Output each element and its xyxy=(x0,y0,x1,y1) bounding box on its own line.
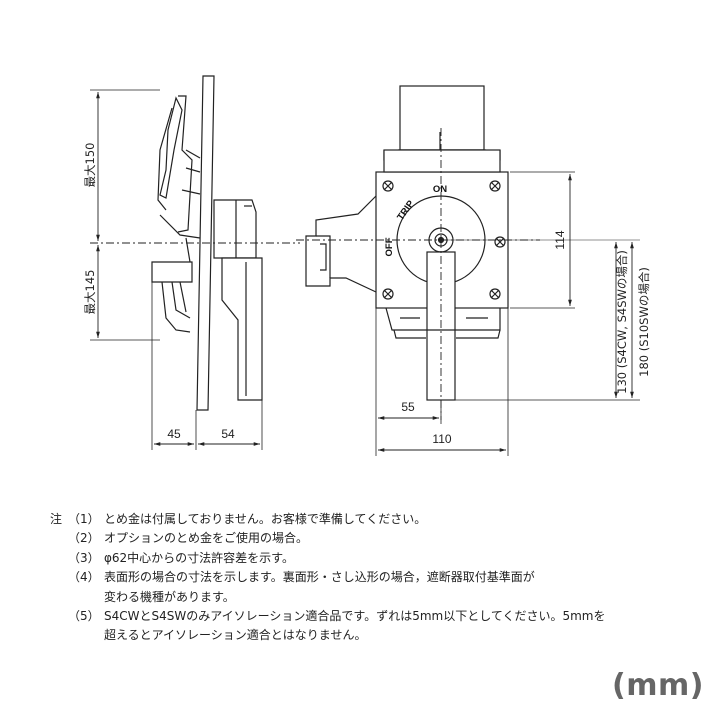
note-text-continued: 超えるとアイソレーション適合とはなりません。 xyxy=(104,628,367,643)
dim-55-label: 55 xyxy=(401,400,415,414)
note-item: （3） φ62中心からの寸法許容差を示す。 xyxy=(50,549,690,568)
dim-45-label: 45 xyxy=(167,427,181,441)
switch-label-off: OFF xyxy=(384,237,395,256)
notes-section: 注 （1） とめ金は付属しておりません。お客様で準備してください。 （2） オプ… xyxy=(50,510,690,646)
front-view xyxy=(296,85,640,456)
note-number: （2） xyxy=(68,531,100,546)
note-text: φ62中心からの寸法許容差を示す。 xyxy=(104,550,294,565)
screw-icon xyxy=(382,180,506,300)
note-item: 注 （1） とめ金は付属しておりません。お客様で準備してください。 xyxy=(50,510,690,529)
dim-114-label: 114 xyxy=(553,230,567,249)
note-text-continued: 変わる機種があります。 xyxy=(104,589,235,604)
note-item: （4） 表面形の場合の寸法を示します。裏面形・さし込形の場合，遮断器取付基準面が xyxy=(50,568,690,587)
dim-54-label: 54 xyxy=(221,427,235,441)
note-text: オプションのとめ金をご使用の場合。 xyxy=(104,531,309,546)
dim-180-label: 180 (S10SWの場合) xyxy=(637,267,651,377)
unit-label: (mm) xyxy=(612,668,704,703)
note-number: （4） xyxy=(68,570,100,585)
note-item: （2） オプションのとめ金をご使用の場合。 xyxy=(50,529,690,548)
dimension-drawing: 最大150 最大145 45 54 xyxy=(83,75,651,456)
note-number: （5） xyxy=(68,609,100,624)
dim-110-label: 110 xyxy=(432,432,451,446)
dim-130-label: 130 (S4CW, S4SWの場合) xyxy=(615,250,629,394)
note-item: （5） S4CWとS4SWのみアイソレーション適合品です。ずれは5mm以下として… xyxy=(50,607,690,626)
dim-max145-label: 最大145 xyxy=(83,270,97,315)
note-number: （1） xyxy=(68,512,100,526)
note-text: 表面形の場合の寸法を示します。裏面形・さし込形の場合，遮断器取付基準面が xyxy=(104,570,535,585)
side-view xyxy=(90,75,300,450)
notes-prefix: 注 xyxy=(50,512,63,526)
dim-max150-label: 最大150 xyxy=(83,143,97,188)
note-number: （3） xyxy=(68,550,100,565)
switch-label-on: ON xyxy=(433,184,447,195)
note-text: とめ金は付属しておりません。お客様で準備してください。 xyxy=(104,512,427,526)
note-text: S4CWとS4SWのみアイソレーション適合品です。ずれは5mm以下としてください… xyxy=(104,609,606,624)
